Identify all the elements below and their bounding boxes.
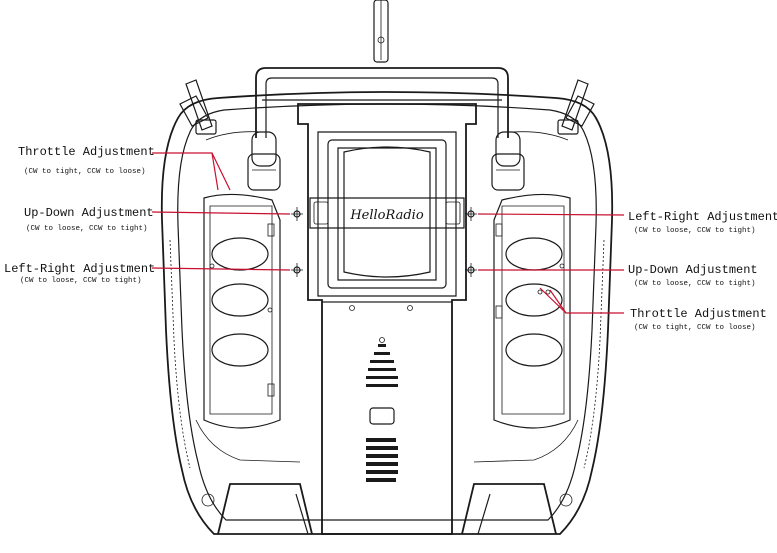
right-gimbal: [493, 193, 571, 429]
carry-handle: [255, 67, 509, 138]
callout-title: Throttle Adjustment: [18, 145, 155, 159]
vent-grille-top: [366, 344, 398, 387]
leader-left-updown: [151, 211, 291, 215]
center-panel: HelloRadio: [297, 103, 477, 535]
callout-title: Up-Down Adjustment: [24, 206, 154, 220]
callout-title: Left-Right Adjustment: [4, 262, 155, 276]
callout-title: Left-Right Adjustment: [628, 210, 777, 224]
left-toggle-switch: [179, 79, 217, 135]
callout-note: (CW to tight, CCW to loose): [634, 324, 756, 332]
brand-logo: HelloRadio: [349, 208, 423, 223]
callout-right-leftright: Left-Right Adjustment (CW to loose, CCW …: [628, 210, 777, 235]
screw-left-leftright: [291, 263, 303, 277]
transmitter-body: [160, 91, 614, 535]
callout-left-updown: Up-Down Adjustment (CW to loose, CCW to …: [24, 206, 154, 233]
leader-right-throttle: [539, 287, 624, 314]
callout-note: (CW to loose, CCW to tight): [634, 227, 756, 235]
callout-right-throttle: Throttle Adjustment (CW to tight, CCW to…: [630, 307, 767, 332]
right-knob: [491, 131, 525, 191]
battery-latch: [369, 407, 395, 425]
callout-left-throttle: Throttle Adjustment (CW to tight, CCW to…: [18, 145, 155, 176]
right-toggle-switch: [557, 79, 595, 135]
callout-note: (CW to loose, CCW to tight): [634, 280, 756, 288]
callout-right-updown: Up-Down Adjustment (CW to loose, CCW to …: [628, 263, 758, 288]
callout-note: (CW to loose, CCW to tight): [20, 277, 142, 285]
left-gimbal: [203, 193, 281, 429]
antenna: [373, 0, 389, 63]
leader-right-leftright: [477, 213, 625, 216]
screw-right-updown: [465, 263, 477, 277]
callout-title: Up-Down Adjustment: [628, 263, 758, 277]
screw-left-updown: [291, 207, 303, 221]
leader-lines: [151, 152, 625, 314]
callout-title: Throttle Adjustment: [630, 307, 767, 321]
leader-left-leftright: [151, 267, 291, 271]
base-feet: [217, 483, 557, 535]
left-knob: [247, 131, 281, 191]
callout-note: (CW to tight, CCW to loose): [24, 168, 146, 176]
callout-note: (CW to loose, CCW to tight): [26, 225, 148, 233]
screw-right-leftright: [465, 207, 477, 221]
vent-grille-bottom: [366, 438, 398, 482]
callout-left-leftright: Left-Right Adjustment (CW to loose, CCW …: [4, 262, 155, 285]
